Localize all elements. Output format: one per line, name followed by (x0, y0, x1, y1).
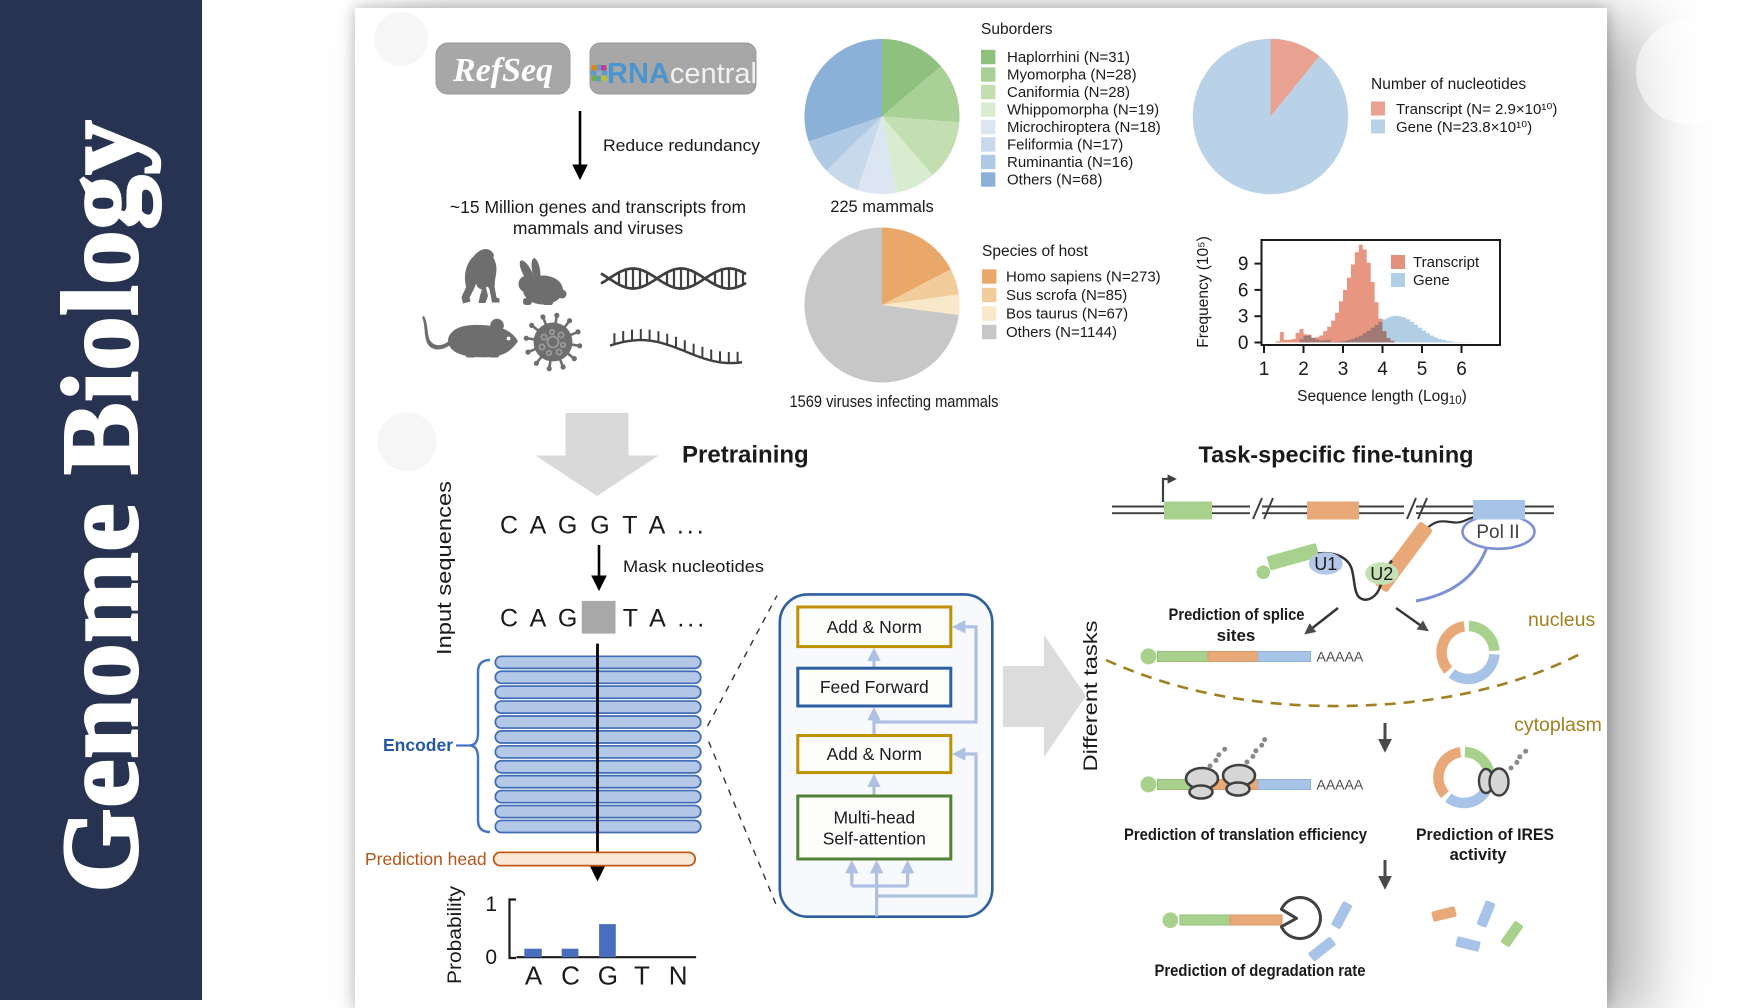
svg-text:cytoplasm: cytoplasm (1514, 714, 1602, 736)
svg-text:Suborders: Suborders (981, 21, 1053, 38)
svg-text:Pretraining: Pretraining (682, 442, 809, 469)
svg-text:Prediction of IRES: Prediction of IRES (1416, 826, 1554, 844)
svg-text:activity: activity (1450, 846, 1508, 864)
svg-text:Species of host: Species of host (982, 243, 1089, 260)
svg-text:T A ...: T A ... (623, 605, 707, 633)
svg-text:A: A (525, 961, 543, 991)
svg-text:Mask nucleotides: Mask nucleotides (623, 558, 764, 576)
svg-text:~15 Million genes and transcri: ~15 Million genes and transcripts from (450, 197, 746, 217)
svg-text:AAAAA: AAAAA (1317, 648, 1364, 664)
svg-text:Frequency (10⁵): Frequency (10⁵) (1195, 236, 1212, 348)
svg-text:AAAAA: AAAAA (1317, 776, 1364, 792)
svg-text:Caniformia (N=28): Caniformia (N=28) (1007, 84, 1130, 101)
svg-text:mammals and viruses: mammals and viruses (513, 218, 683, 238)
svg-text:U1: U1 (1314, 554, 1337, 574)
svg-text:RefSeq: RefSeq (452, 52, 553, 89)
svg-text:Different tasks: Different tasks (1080, 620, 1102, 771)
svg-text:Transcript (N= 2.9×10¹⁰): Transcript (N= 2.9×10¹⁰) (1396, 101, 1557, 118)
svg-text:225 mammals: 225 mammals (830, 198, 934, 216)
svg-text:Probability: Probability (444, 886, 466, 984)
svg-text:1: 1 (485, 893, 497, 916)
svg-text:Prediction of translation effi: Prediction of translation efficiency (1124, 826, 1368, 844)
svg-text:Sequence length (Log10): Sequence length (Log10) (1297, 388, 1467, 407)
svg-text:Haplorrhini (N=31): Haplorrhini (N=31) (1007, 49, 1130, 66)
svg-text:sites: sites (1217, 626, 1256, 645)
svg-text:RNAcentral: RNAcentral (607, 58, 757, 90)
svg-text:C A G: C A G (500, 605, 580, 633)
svg-text:1: 1 (1259, 359, 1270, 380)
svg-text:6: 6 (1238, 280, 1249, 301)
svg-text:6: 6 (1456, 359, 1467, 380)
svg-text:Ruminantia (N=16): Ruminantia (N=16) (1007, 154, 1133, 171)
svg-text:T: T (634, 961, 650, 991)
svg-text:Multi-head: Multi-head (833, 808, 915, 828)
svg-text:3: 3 (1338, 359, 1349, 380)
svg-text:Prediction of splice: Prediction of splice (1169, 606, 1305, 624)
svg-text:1569 viruses infecting mammals: 1569 viruses infecting mammals (790, 393, 999, 411)
svg-text:Homo sapiens (N=273): Homo sapiens (N=273) (1006, 269, 1161, 286)
svg-text:Pol II: Pol II (1476, 522, 1519, 543)
svg-text:Others (N=68): Others (N=68) (1007, 172, 1102, 189)
svg-text:Add & Norm: Add & Norm (827, 617, 922, 637)
svg-text:G: G (598, 961, 618, 991)
svg-text:Microchiroptera (N=18): Microchiroptera (N=18) (1007, 119, 1161, 136)
svg-text:Transcript: Transcript (1413, 254, 1480, 271)
svg-text:2: 2 (1298, 359, 1309, 380)
svg-text:Feed Forward: Feed Forward (820, 677, 929, 697)
svg-text:0: 0 (1238, 333, 1249, 354)
svg-text:Prediction head: Prediction head (365, 849, 487, 869)
svg-text:Others (N=1144): Others (N=1144) (1006, 324, 1117, 341)
svg-text:Gene: Gene (1413, 272, 1450, 289)
svg-text:Prediction of degradation rate: Prediction of degradation rate (1155, 962, 1366, 980)
svg-text:4: 4 (1377, 359, 1388, 380)
svg-text:5: 5 (1417, 359, 1428, 380)
svg-text:Feliformia (N=17): Feliformia (N=17) (1007, 137, 1123, 154)
svg-text:C A G G T A ...: C A G G T A ... (500, 512, 707, 540)
svg-text:Reduce redundancy: Reduce redundancy (603, 137, 761, 155)
svg-text:Myomorpha (N=28): Myomorpha (N=28) (1007, 67, 1137, 84)
svg-text:3: 3 (1238, 307, 1249, 328)
svg-text:Gene (N=23.8×10¹⁰): Gene (N=23.8×10¹⁰) (1396, 119, 1532, 136)
svg-text:Add & Norm: Add & Norm (827, 744, 922, 764)
svg-text:Encoder: Encoder (383, 735, 453, 755)
svg-text:U2: U2 (1370, 564, 1393, 584)
svg-text:Bos taurus (N=67): Bos taurus (N=67) (1006, 306, 1128, 323)
svg-text:N: N (669, 961, 688, 991)
svg-text:Input sequences: Input sequences (434, 481, 456, 655)
svg-text:Task-specific fine-tuning: Task-specific fine-tuning (1198, 442, 1473, 468)
svg-text:9: 9 (1238, 254, 1249, 275)
svg-text:Self-attention: Self-attention (823, 829, 926, 849)
svg-text:Number of nucleotides: Number of nucleotides (1371, 76, 1526, 93)
svg-text:Whippomorpha (N=19): Whippomorpha (N=19) (1007, 102, 1159, 119)
svg-text:0: 0 (485, 946, 497, 969)
svg-text:nucleus: nucleus (1528, 609, 1595, 631)
svg-text:Sus scrofa (N=85): Sus scrofa (N=85) (1006, 287, 1127, 304)
svg-text:C: C (561, 961, 580, 991)
